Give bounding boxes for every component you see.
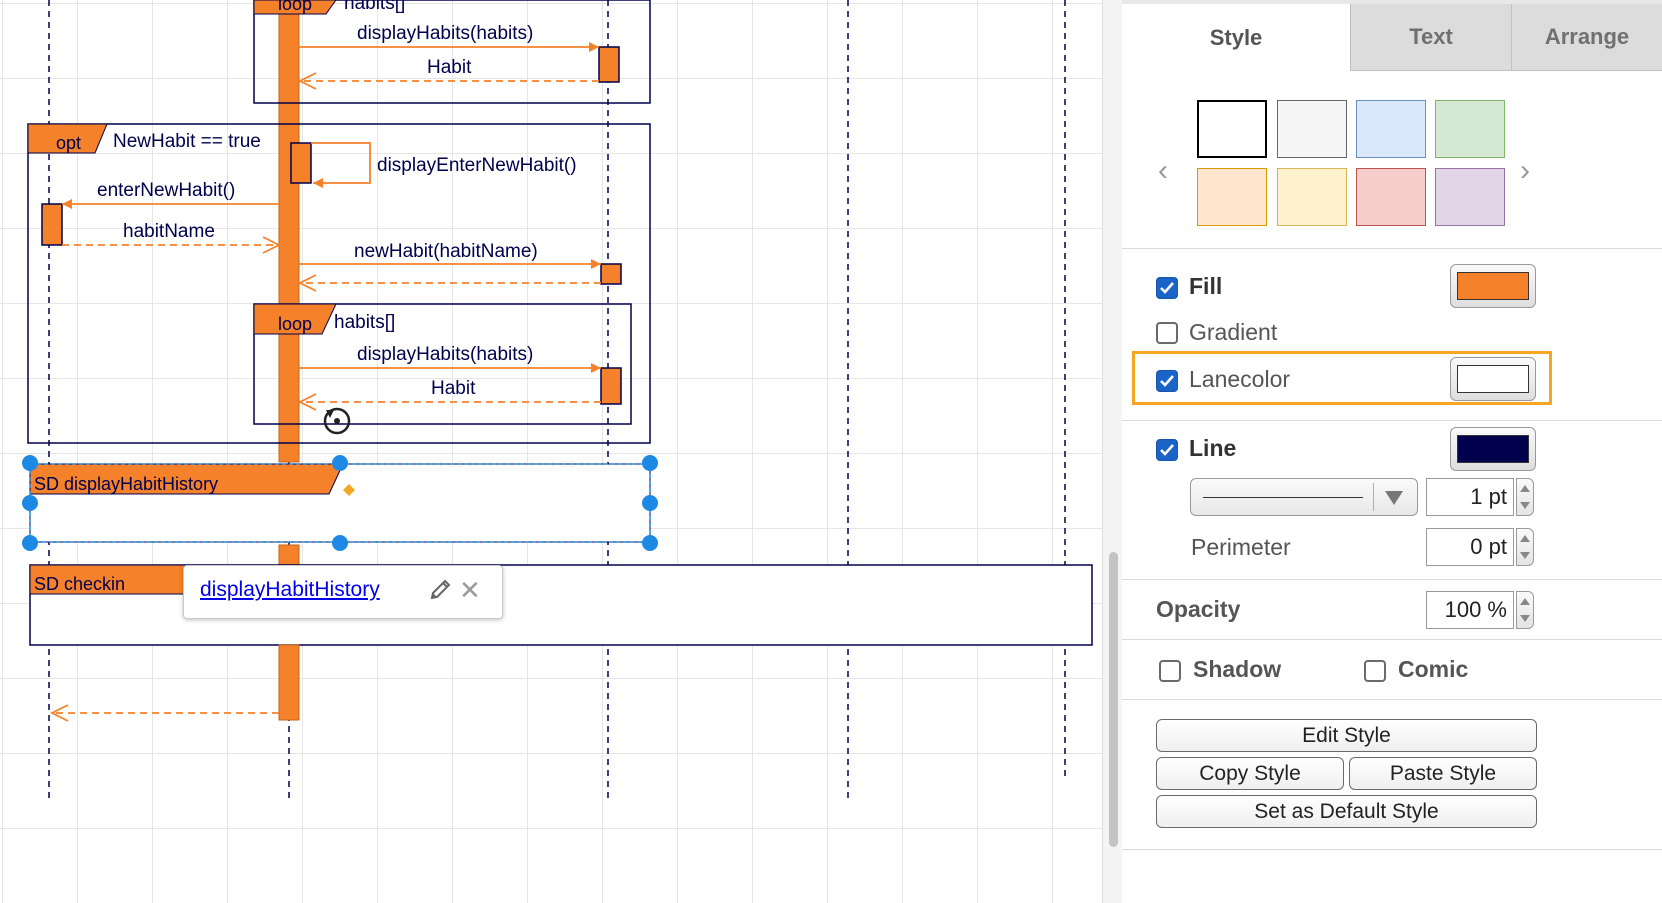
frame-sd-checkin-tag: SD checkin: [34, 574, 125, 594]
activation-model-2[interactable]: [600, 263, 622, 285]
frame-loop-top-guard: habits[]: [344, 0, 405, 14]
opacity-label: Opacity: [1156, 596, 1241, 622]
frame-loop-top-tag: loop: [278, 0, 312, 14]
rotate-cursor-icon: [323, 407, 351, 435]
frame-opt-guard: NewHabit == true: [113, 131, 261, 152]
line-pattern-sample: [1203, 497, 1363, 498]
dropdown-arrow-icon: [1385, 491, 1403, 505]
activation-user[interactable]: [41, 203, 63, 246]
lanecolor-preview: [1457, 365, 1529, 393]
divider: [1122, 849, 1662, 850]
selection-handles: [22, 455, 658, 551]
tab-text[interactable]: Text: [1350, 4, 1511, 71]
edit-link-pencil-icon[interactable]: [428, 578, 454, 604]
scrollbar-thumb[interactable]: [1109, 552, 1118, 847]
activation-model-1[interactable]: [598, 46, 620, 83]
line-color-button[interactable]: [1450, 427, 1536, 471]
message-label-7: displayHabits(habits): [357, 344, 533, 365]
link-text[interactable]: displayHabitHistory: [200, 578, 380, 601]
shadow-checkbox[interactable]: [1159, 660, 1181, 682]
line-color-preview: [1457, 435, 1529, 463]
edit-style-button[interactable]: Edit Style: [1156, 719, 1537, 752]
divider: [1122, 639, 1662, 640]
return-label-5: habitName: [123, 221, 215, 242]
message-label-3: displayEnterNewHabit(): [377, 155, 577, 176]
lanecolor-color-button[interactable]: [1450, 357, 1536, 401]
fill-color-preview: [1457, 272, 1529, 300]
tab-arrange[interactable]: Arrange: [1511, 4, 1662, 71]
divider: [1122, 248, 1662, 249]
diagram-canvas[interactable]: loop habits[] displayHabits(habits) Habi…: [0, 0, 1102, 903]
canvas-vertical-scrollbar[interactable]: [1102, 0, 1123, 903]
return-label-8: Habit: [431, 378, 476, 399]
gradient-label: Gradient: [1189, 319, 1278, 345]
set-default-style-button[interactable]: Set as Default Style: [1156, 795, 1537, 828]
fill-color-button[interactable]: [1450, 264, 1536, 308]
style-swatch[interactable]: [1356, 168, 1426, 226]
gradient-checkbox[interactable]: [1156, 322, 1178, 344]
style-swatch[interactable]: [1197, 100, 1267, 158]
activation-bar-bottom[interactable]: [278, 644, 300, 721]
shadow-label: Shadow: [1193, 656, 1282, 682]
frame-loop-inner[interactable]: loop habits[]: [253, 303, 632, 425]
comic-label: Comic: [1398, 656, 1469, 682]
message-label-1: displayHabits(habits): [357, 23, 533, 44]
line-pattern-select[interactable]: [1190, 478, 1418, 516]
frame-opt[interactable]: opt NewHabit == true: [27, 123, 651, 444]
activation-bar-controller[interactable]: [278, 0, 300, 463]
remove-link-close-icon[interactable]: ✕: [459, 575, 481, 605]
line-label: Line: [1189, 435, 1237, 461]
style-swatch[interactable]: [1356, 100, 1426, 158]
perimeter-input[interactable]: 0 pt: [1426, 528, 1514, 566]
opacity-input[interactable]: 100 %: [1426, 591, 1514, 629]
frame-loop-inner-tag: loop: [278, 314, 312, 334]
copy-style-button[interactable]: Copy Style: [1156, 757, 1344, 790]
frame-adjust-handle: [343, 484, 355, 496]
link-popup: displayHabitHistory ✕: [183, 565, 503, 619]
line-width-stepper[interactable]: [1516, 478, 1534, 516]
return-label-1: Habit: [427, 57, 472, 78]
swatches-next-chevron-icon[interactable]: ›: [1520, 154, 1530, 187]
divider: [1122, 420, 1662, 421]
perimeter-stepper[interactable]: [1516, 528, 1534, 566]
frame-sd-selected-tag: SD displayHabitHistory: [34, 474, 218, 494]
sequence-diagram[interactable]: loop habits[] displayHabits(habits) Habi…: [0, 0, 1102, 903]
style-swatch[interactable]: [1277, 168, 1347, 226]
message-label-6: newHabit(habitName): [354, 241, 538, 262]
fill-checkbox[interactable]: [1156, 277, 1178, 299]
line-width-input[interactable]: 1 pt: [1426, 478, 1514, 516]
opacity-stepper[interactable]: [1516, 591, 1534, 629]
comic-checkbox[interactable]: [1364, 660, 1386, 682]
tab-style[interactable]: Style: [1122, 4, 1350, 71]
frame-loop-top[interactable]: loop habits[]: [253, 0, 651, 104]
paste-style-button[interactable]: Paste Style: [1349, 757, 1537, 790]
style-swatch[interactable]: [1435, 100, 1505, 158]
lanecolor-highlight: [1132, 351, 1552, 405]
self-call-arrow[interactable]: [311, 142, 371, 188]
swatches-prev-chevron-icon[interactable]: ‹: [1158, 154, 1168, 187]
lifelines: [48, 0, 1066, 800]
style-swatch[interactable]: [1197, 168, 1267, 226]
style-swatch[interactable]: [1435, 168, 1505, 226]
activation-model-3[interactable]: [600, 367, 622, 405]
fill-label: Fill: [1189, 273, 1223, 299]
format-panel: Style Text Arrange ‹ › Fill Gradient Lan…: [1122, 0, 1662, 903]
line-checkbox[interactable]: [1156, 439, 1178, 461]
divider: [1122, 579, 1662, 580]
lanecolor-label: Lanecolor: [1189, 366, 1291, 392]
perimeter-label: Perimeter: [1191, 534, 1291, 560]
divider: [1122, 699, 1662, 700]
frame-sd-displayhabithistory[interactable]: SD displayHabitHistory: [22, 455, 658, 551]
message-label-4: enterNewHabit(): [97, 180, 235, 201]
lanecolor-checkbox[interactable]: [1156, 370, 1178, 392]
style-swatch[interactable]: [1277, 100, 1347, 158]
activation-self-call[interactable]: [290, 142, 312, 184]
activation-bar-segment[interactable]: [278, 544, 300, 566]
frame-loop-inner-guard: habits[]: [334, 312, 395, 333]
frame-opt-tag: opt: [56, 133, 81, 153]
